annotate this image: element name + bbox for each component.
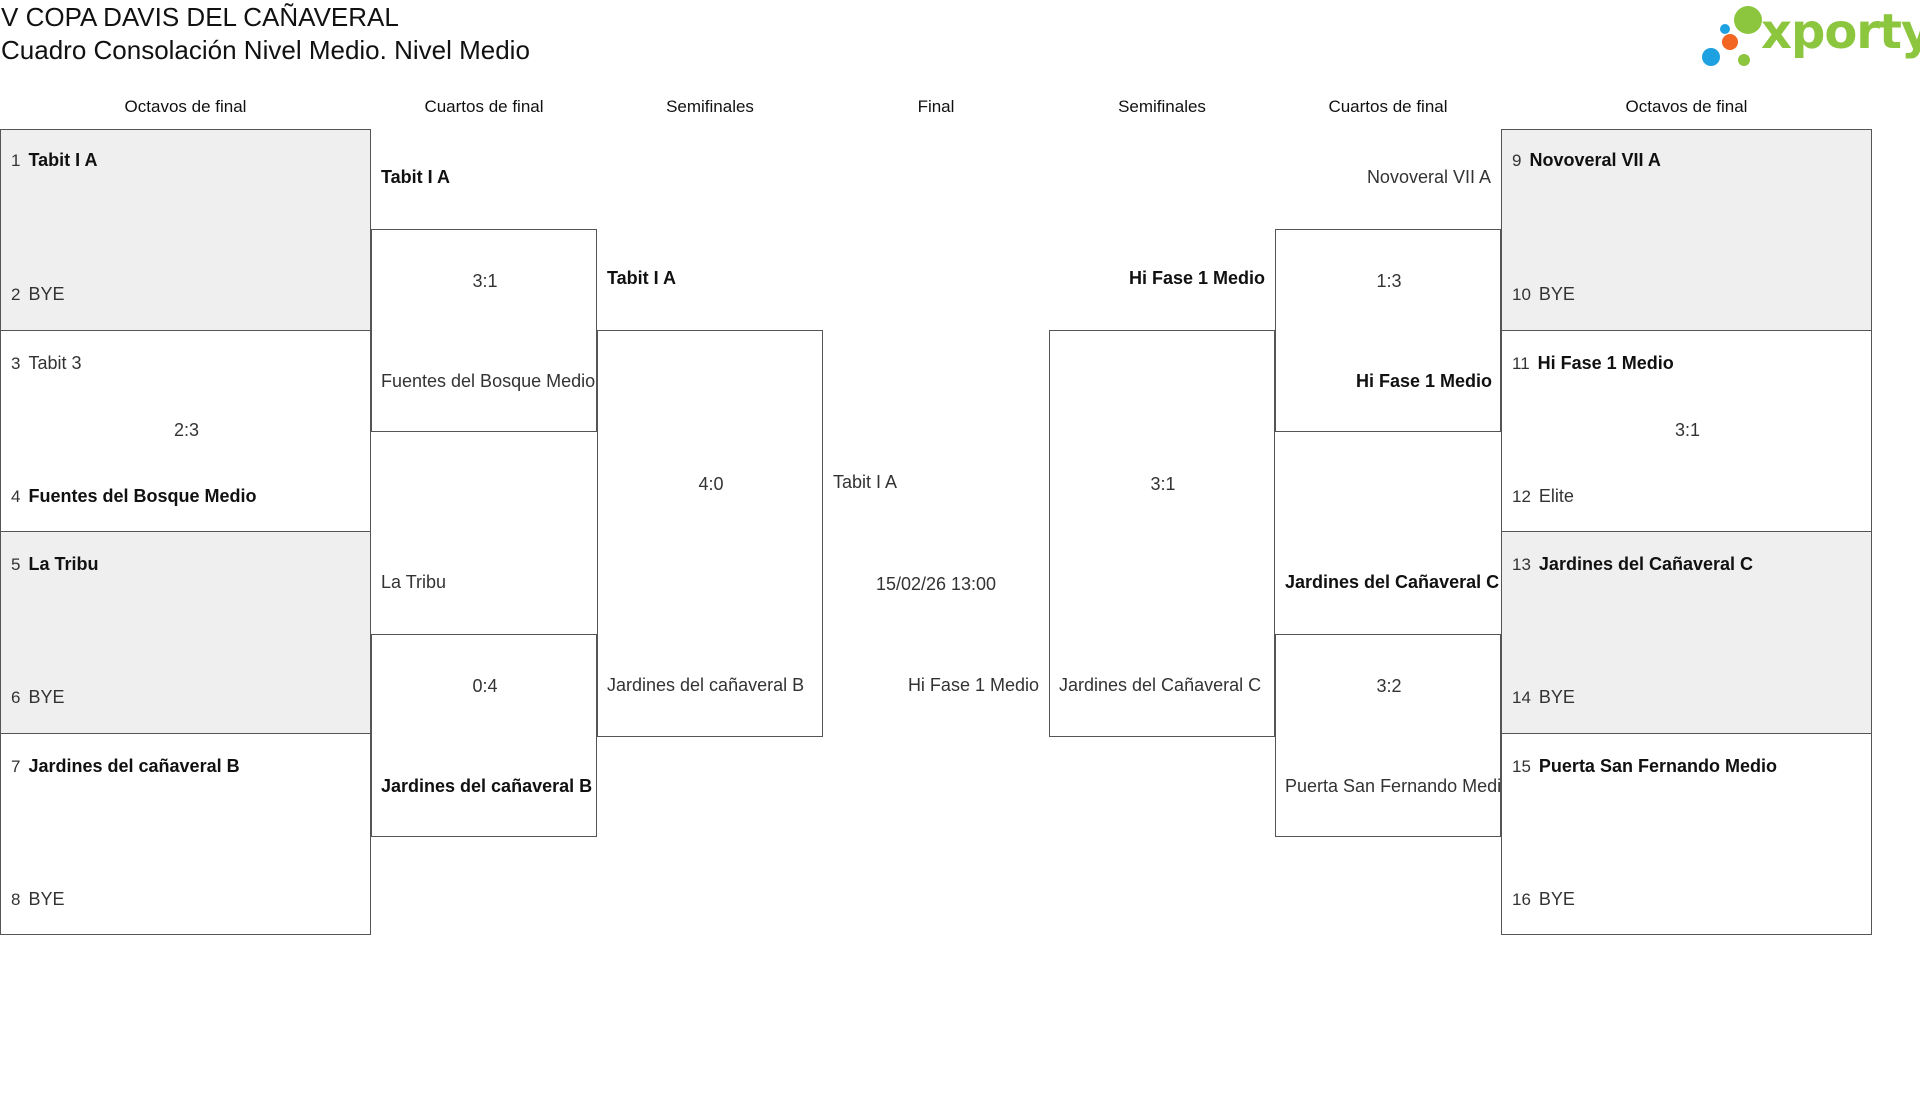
col-header-right-r16: Octavos de final (1625, 97, 1748, 116)
sf-team: Jardines del Cañaveral C (1059, 675, 1262, 695)
logo-dot-orange (1722, 34, 1738, 50)
logo-dot-blue (1702, 48, 1720, 66)
match-box-sf-right[interactable]: 3:1 Jardines del Cañaveral C (1049, 330, 1275, 737)
sf-team: Hi Fase 1 Medio (1128, 268, 1265, 288)
qf-team: Tabit I A (381, 167, 450, 187)
col-header-final: Final (917, 97, 955, 116)
final-team-top: Tabit I A (833, 472, 898, 492)
match-box-qf-2[interactable]: 0:4 Jardines del cañaveral B (371, 634, 597, 837)
col-header-left-qf: Cuartos de final (424, 97, 544, 116)
col-header-right-sf: Semifinales (1118, 97, 1206, 116)
qf-team: La Tribu (381, 572, 447, 592)
match-score: 3:2 (1376, 676, 1402, 696)
match-box-sf-left[interactable]: 4:0 Jardines del cañaveral B (597, 330, 823, 737)
match-score: 0:4 (472, 676, 498, 696)
draw-subtitle: Cuadro Consolación Nivel Medio. Nivel Me… (1, 35, 530, 65)
qf-team: Jardines del Cañaveral C (1285, 572, 1500, 592)
col-header-right-qf: Cuartos de final (1328, 97, 1448, 116)
match-score: 3:1 (472, 271, 498, 291)
match-score: 2:3 (173, 420, 200, 440)
logo-dot-blue-small (1720, 24, 1730, 34)
qf-team: Fuentes del Bosque Medio (381, 371, 596, 391)
match-box-qf-4[interactable]: 3:2 Puerta San Fernando Medio (1275, 634, 1501, 837)
match-box-qf-3[interactable]: 1:3 Hi Fase 1 Medio (1275, 229, 1501, 432)
sf-team: Tabit I A (607, 268, 676, 288)
xporty-logo: xporty (1698, 4, 1920, 68)
col-header-left-r16: Octavos de final (124, 97, 247, 116)
qf-team: Hi Fase 1 Medio (1355, 371, 1492, 391)
final-team-bottom: Hi Fase 1 Medio (907, 675, 1039, 695)
final-datetime: 15/02/26 13:00 (875, 574, 997, 594)
qf-team: Jardines del cañaveral B (381, 776, 593, 796)
col-header-left-sf: Semifinales (666, 97, 754, 116)
match-box-qf-1[interactable]: 3:1 Fuentes del Bosque Medio (371, 229, 597, 432)
logo-dot-green (1734, 6, 1762, 34)
tournament-title: V COPA DAVIS DEL CAÑAVERAL (1, 2, 399, 32)
match-score: 1:3 (1376, 271, 1402, 291)
qf-team: Puerta San Fernando Medio (1285, 776, 1501, 796)
logo-text: xporty (1761, 4, 1920, 60)
qf-team: Novoveral VII A (1366, 167, 1491, 187)
match-score: 3:1 (1674, 420, 1701, 440)
match-score: 4:0 (698, 474, 724, 494)
logo-dot-green-small (1738, 54, 1750, 66)
match-score: 3:1 (1150, 474, 1176, 494)
sf-team: Jardines del cañaveral B (607, 675, 805, 695)
